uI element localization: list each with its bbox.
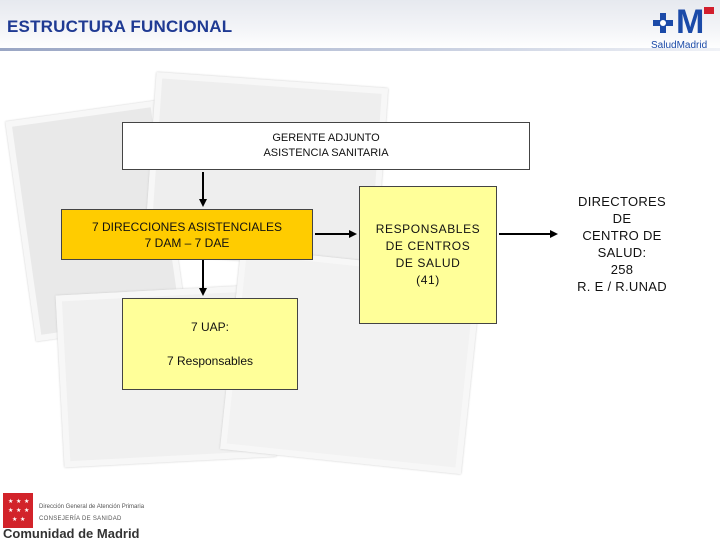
direcciones-line-1: 7 DIRECCIONES ASISTENCIALES [92, 219, 282, 235]
directores-line-1: DIRECTORES [560, 193, 684, 210]
direcciones-line-2: 7 DAM – 7 DAE [145, 235, 230, 251]
node-direcciones-asistenciales: 7 DIRECCIONES ASISTENCIALES 7 DAM – 7 DA… [61, 209, 313, 260]
node-responsables-centros: RESPONSABLES DE CENTROS DE SALUD (41) [359, 186, 497, 324]
gerente-line-2: ASISTENCIA SANITARIA [263, 146, 388, 161]
responsables-line-2: DE CENTROS [386, 238, 471, 255]
directores-line-3: CENTRO DE SALUD: [560, 227, 684, 261]
uap-line-1: 7 UAP: [191, 320, 229, 334]
responsables-line-4: (41) [416, 272, 440, 289]
footer-line-2: CONSEJERÍA DE SANIDAD [39, 516, 122, 522]
footer-brand-name: Comunidad de Madrid [3, 526, 140, 541]
node-uap: 7 UAP: 7 Responsables [122, 298, 298, 390]
uap-line-2: 7 Responsables [167, 354, 253, 368]
gerente-line-1: GERENTE ADJUNTO [272, 131, 379, 146]
directores-line-2: DE [560, 210, 684, 227]
node-gerente-adjunto: GERENTE ADJUNTO ASISTENCIA SANITARIA [122, 122, 530, 170]
responsables-line-1: RESPONSABLES [376, 221, 481, 238]
comunidad-madrid-flag-icon: ★★★ ★★★ ★★ [3, 493, 33, 528]
footer-brand: ★★★ ★★★ ★★ Dirección General de Atención… [0, 490, 170, 540]
footer-line-1: Dirección General de Atención Primaria [39, 504, 144, 510]
directores-line-5: R. E / R.UNAD [560, 278, 684, 295]
directores-line-4: 258 [560, 261, 684, 278]
node-directores-centro: DIRECTORES DE CENTRO DE SALUD: 258 R. E … [560, 193, 684, 295]
responsables-line-3: DE SALUD [396, 255, 461, 272]
